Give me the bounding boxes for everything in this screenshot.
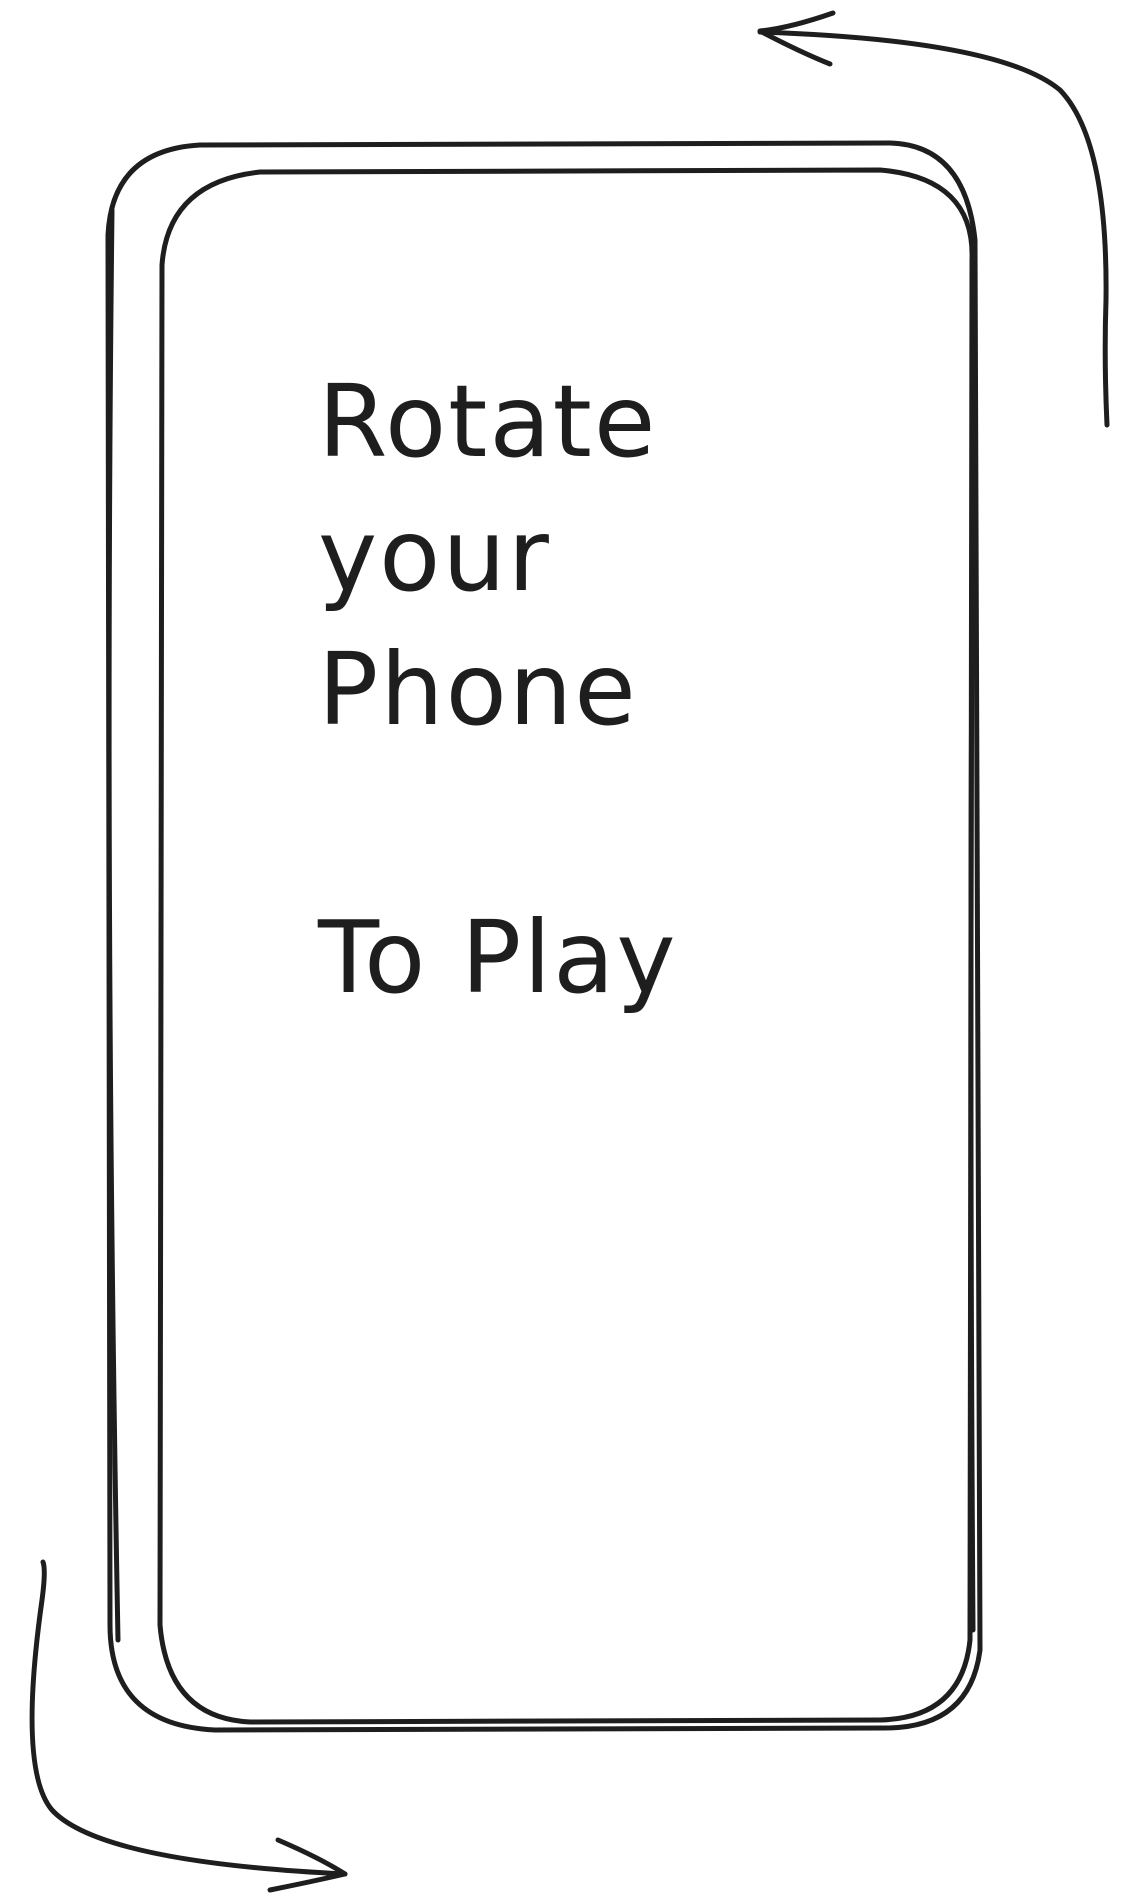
message-line-to-play: To Play [318, 899, 678, 1016]
phone-outline-outer [105, 140, 983, 1733]
message-line-rotate: Rotate [318, 363, 658, 480]
message-line-phone: Phone [318, 631, 638, 748]
phone-outline-sketch-right [968, 247, 978, 1633]
phone-outline-sketch-left [106, 207, 121, 1643]
message-line-your: your [318, 497, 551, 614]
rotate-arrow-top-icon [757, 10, 1110, 428]
phone-outline-inner [157, 167, 975, 1725]
rotate-message: Rotate your Phone To Play [318, 355, 678, 1025]
rotate-arrow-bottom-icon [29, 1559, 348, 1893]
message-spacer [318, 757, 678, 891]
